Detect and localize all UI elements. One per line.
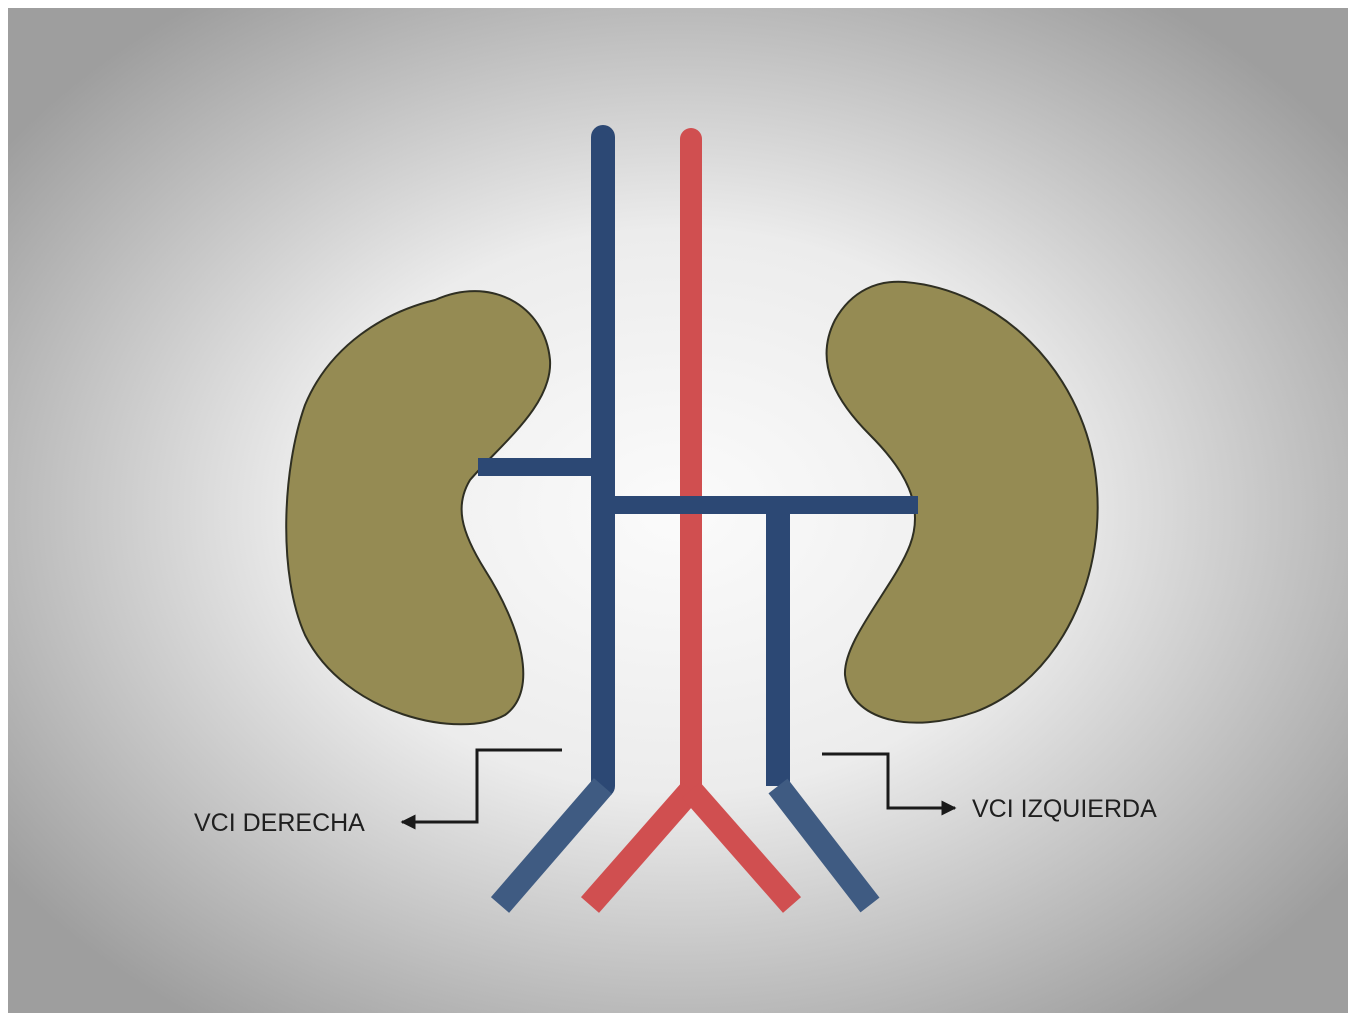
- left-ivc-label: VCI IZQUIERDA: [972, 795, 1157, 823]
- right-ivc-label: VCI DERECHA: [194, 809, 365, 837]
